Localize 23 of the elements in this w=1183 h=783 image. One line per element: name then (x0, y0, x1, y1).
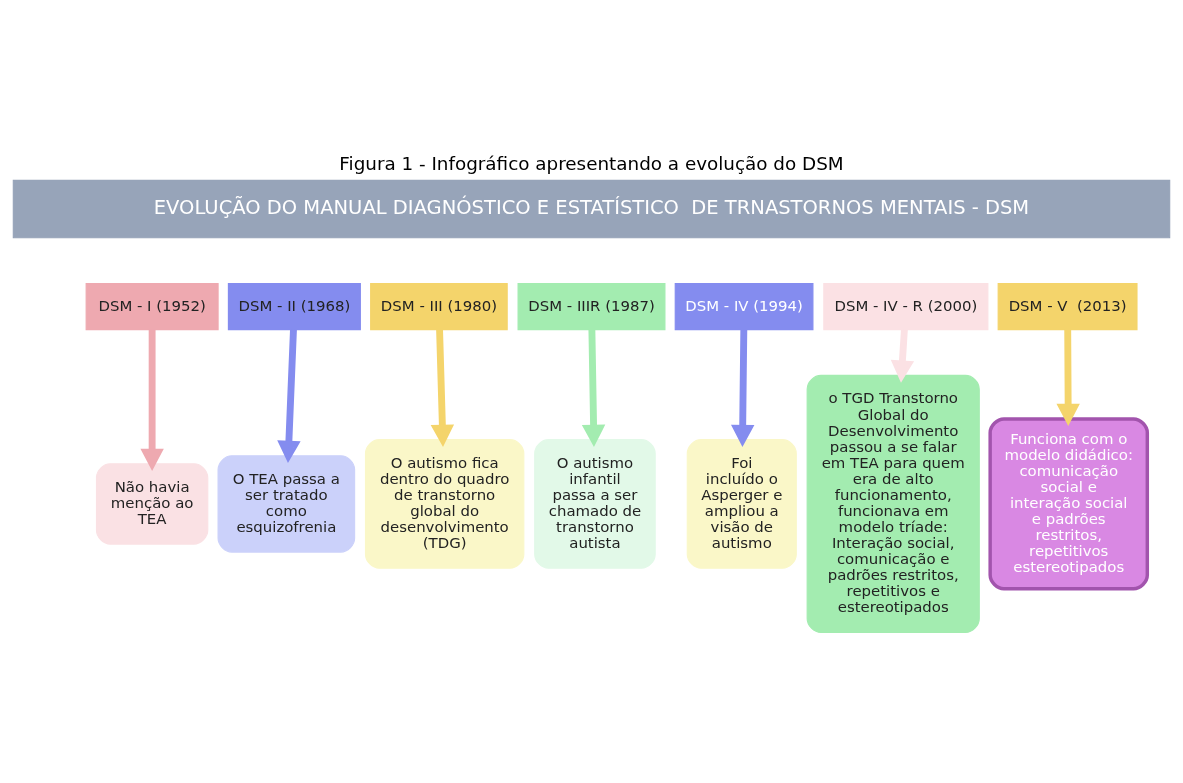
diagram-title: Figura 1 - Infográfico apresentando a evolução do DSM (339, 152, 844, 174)
arrow (430, 329, 455, 448)
node-box: DSM - IIIR (1987) (517, 283, 666, 331)
arrow (731, 329, 755, 448)
node-box: Funciona com o modelo didádico: comunicação social e interação social e padrões restritos, repetitivos estereotipados (988, 417, 1150, 591)
node-box: O autismo infantil passa a ser chamado de transtorno autista (534, 439, 656, 569)
node-box: Foi incluído o Asperger e ampliou a visão de autismo (686, 439, 797, 569)
node-box: O autismo fica dentro do quadro de transtorno global do desenvolvimento (TDG) (364, 439, 525, 569)
node-box: O TEA passa a ser tratado como esquizofrenia (217, 455, 356, 553)
node-box: EVOLUÇÃO DO MANUAL DIAGNÓSTICO E ESTATÍSTICO DE TRNASTORNOS MENTAIS - DSM (12, 179, 1171, 239)
node-box: DSM - III (1980) (370, 283, 508, 331)
arrow (890, 329, 915, 383)
arrow (1056, 329, 1080, 427)
arrow (277, 329, 301, 464)
node-box: DSM - IV (1994) (674, 283, 814, 331)
node-box: DSM - IV - R (2000) (823, 283, 989, 331)
node-box: Não havia menção ao TEA (95, 463, 209, 545)
node-box: DSM - V (2013) (997, 283, 1138, 331)
node-box: o TGD Transtorno Global do Desenvolvimento passou a se falar em TEA para quem era de alto funcionamento, funcionava em modelo tríade: Interação social, comunicação e padrões restritos, repetitivos e estereotipados (806, 374, 980, 633)
node-box: DSM - I (1952) (85, 283, 219, 331)
arrow (581, 329, 606, 448)
arrow (140, 329, 164, 472)
node-box: DSM - II (1968) (227, 283, 361, 331)
